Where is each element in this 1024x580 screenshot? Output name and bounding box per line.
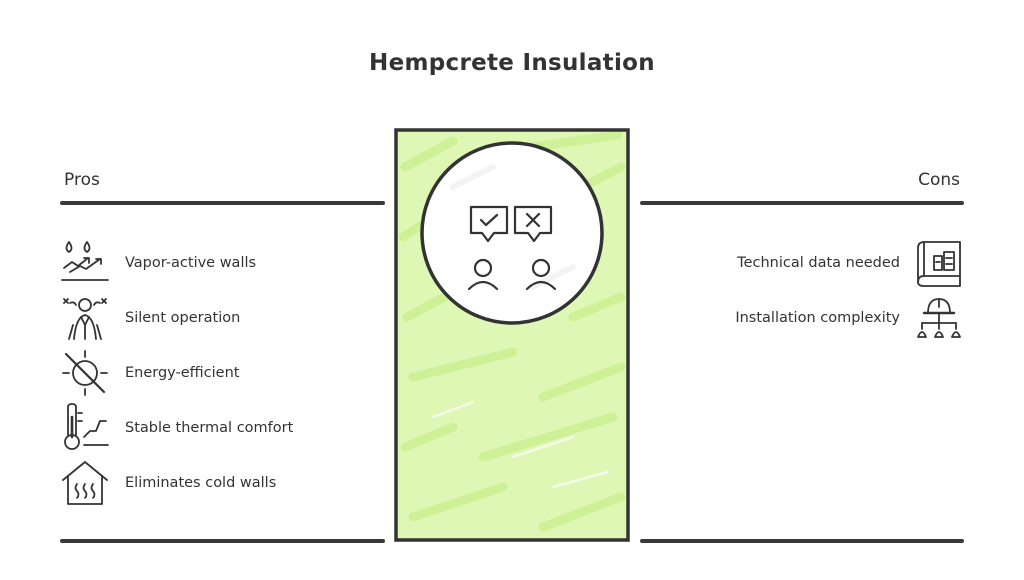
con-item-label: Installation complexity (735, 310, 900, 326)
pro-item-cold-walls: Eliminates cold walls (60, 458, 276, 508)
pros-cons-people-icon (394, 128, 630, 542)
con-item-technical-data: Technical data needed (737, 238, 964, 288)
pro-item-thermal-comfort: Stable thermal comfort (60, 403, 293, 453)
pros-top-divider (60, 201, 385, 205)
con-item-installation-complexity: Installation complexity (735, 293, 964, 343)
pro-item-label: Stable thermal comfort (125, 420, 294, 436)
cons-top-divider (640, 201, 964, 205)
pros-heading: Pros (64, 170, 100, 190)
hardhat-hierarchy-icon (917, 298, 961, 338)
heated-house-icon (62, 461, 108, 505)
pro-item-label: Eliminates cold walls (125, 475, 277, 491)
center-panel (393, 127, 631, 543)
cons-bottom-divider (640, 539, 964, 543)
quiet-person-icon (63, 298, 107, 340)
crossed-sun-icon (62, 350, 108, 396)
pros-bottom-divider (60, 539, 385, 543)
water-drops-trend-icon (61, 241, 109, 281)
pro-item-vapor-active: Vapor-active walls (60, 238, 256, 288)
cons-heading: Cons (918, 170, 960, 190)
page-title: Hempcrete Insulation (369, 50, 655, 76)
blueprint-icon (917, 241, 961, 287)
pro-item-label: Vapor-active walls (125, 255, 257, 271)
thermometer-icon (64, 403, 109, 450)
pro-item-label: Energy-efficient (125, 365, 240, 381)
pro-item-silent-operation: Silent operation (60, 293, 240, 343)
con-item-label: Technical data needed (737, 255, 900, 271)
pro-item-energy-efficient: Energy-efficient (60, 348, 239, 398)
pro-item-label: Silent operation (125, 310, 241, 326)
